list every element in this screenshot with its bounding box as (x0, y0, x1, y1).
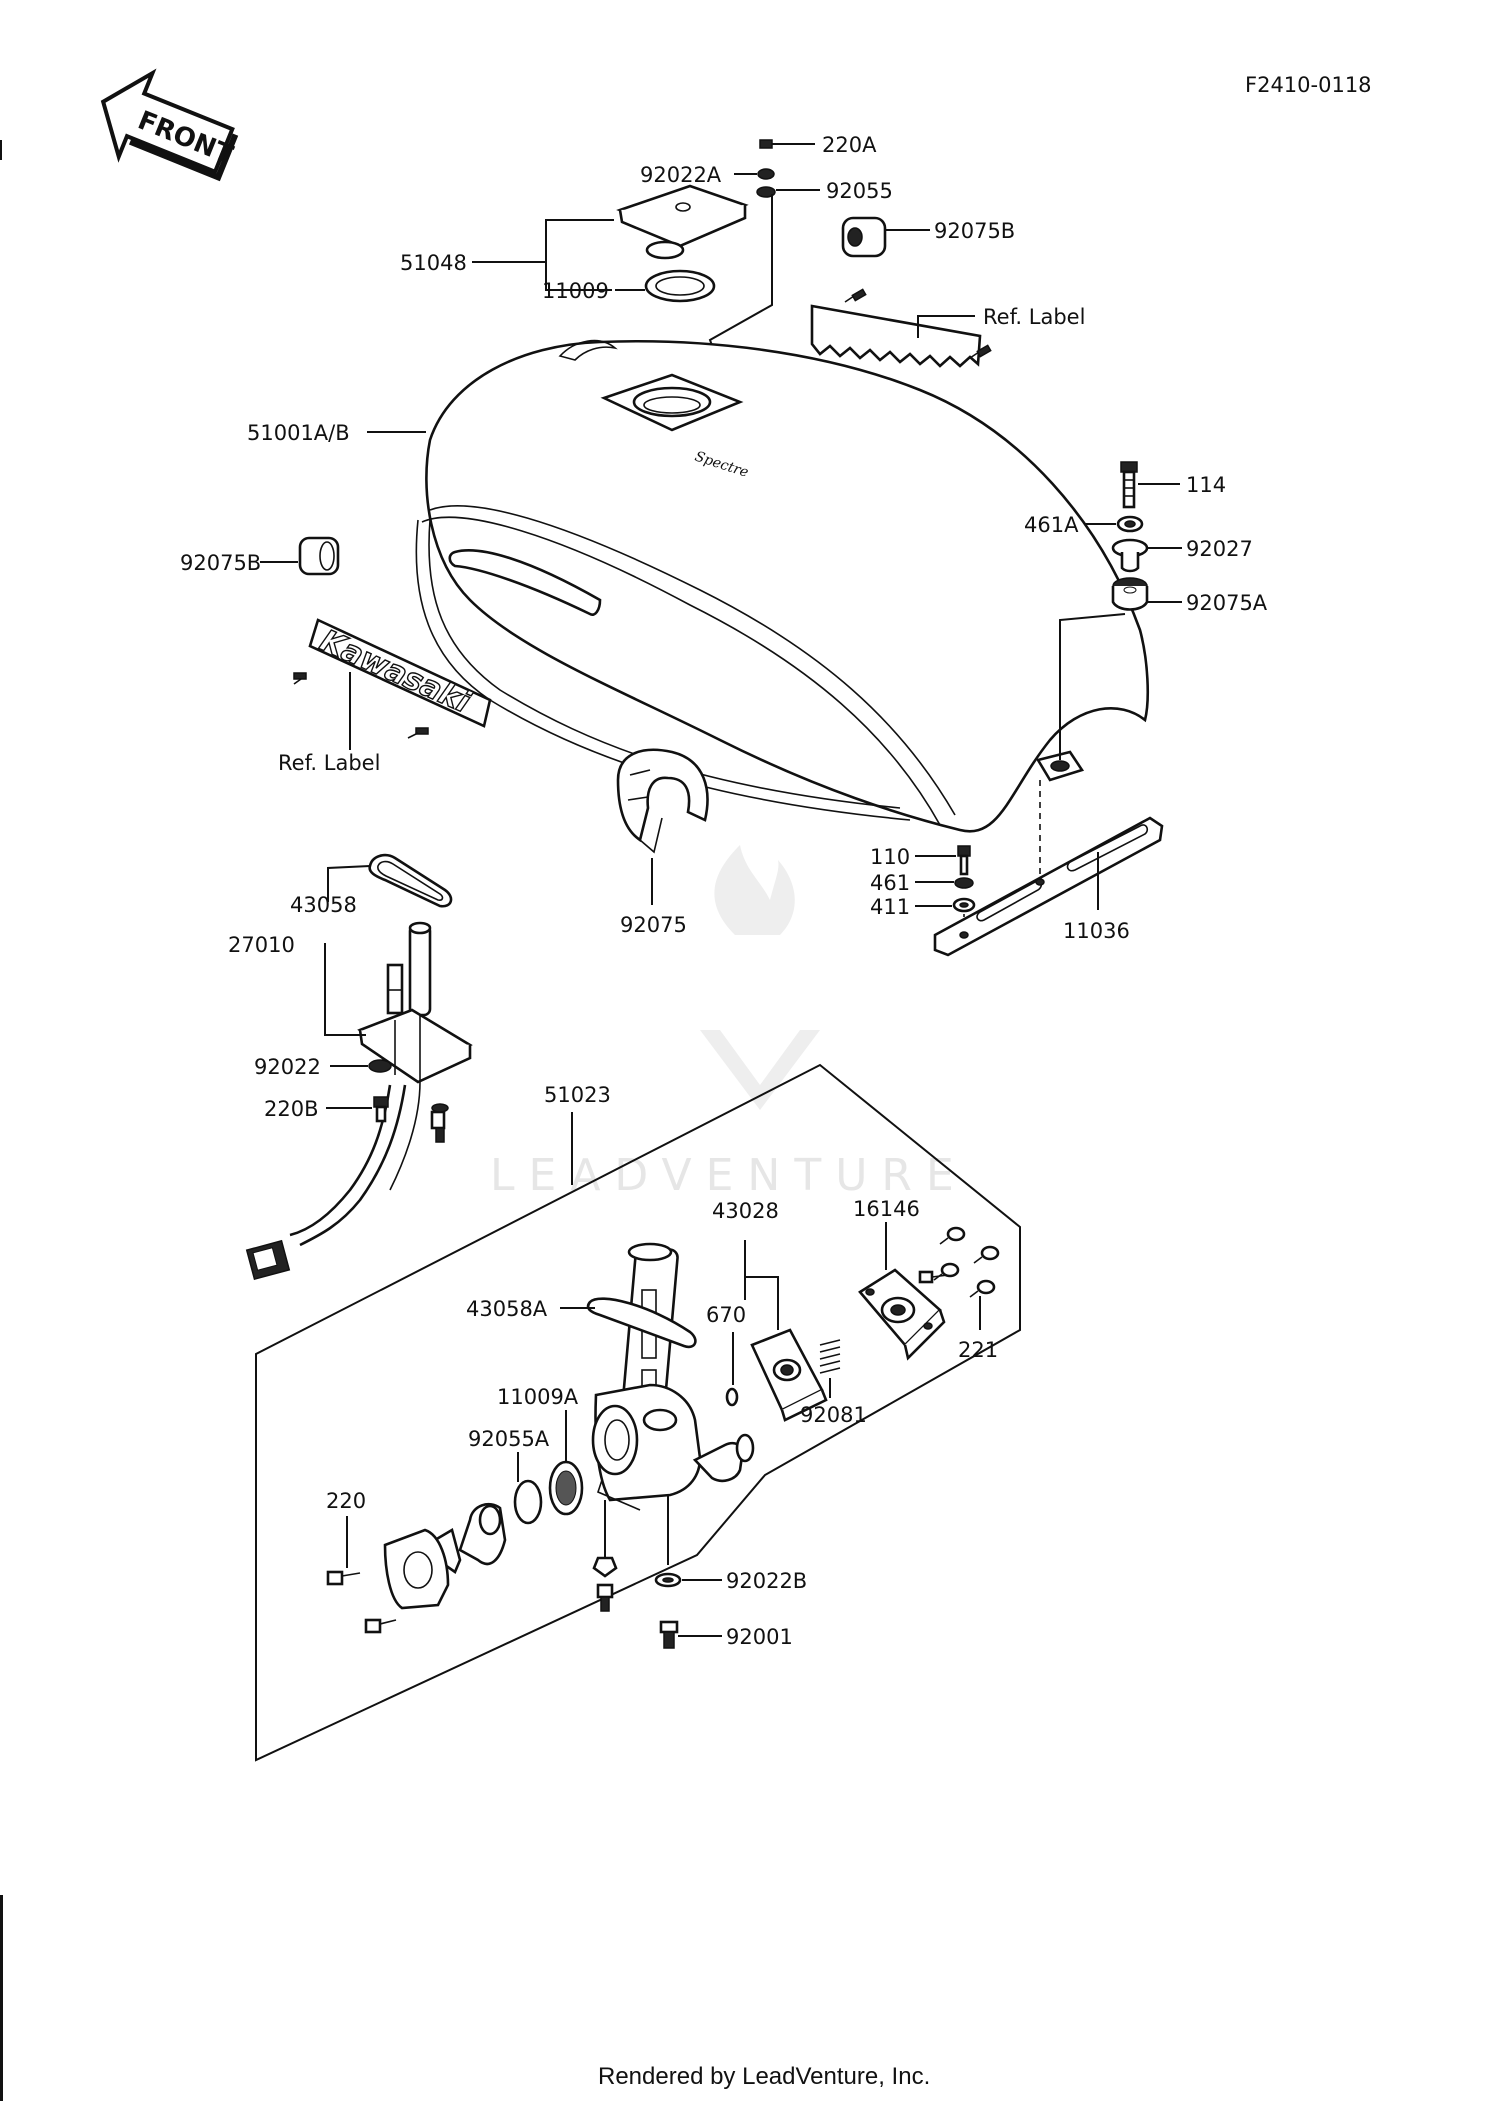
oring-670-icon (725, 1387, 739, 1407)
oring-92055-icon (756, 186, 776, 198)
bolt-110-icon (957, 845, 971, 876)
label-92075b-top: 92075B (934, 219, 1015, 243)
label-92022: 92022 (254, 1055, 321, 1079)
label-92075: 92075 (620, 913, 687, 937)
screw-220b-icon (373, 1096, 389, 1123)
bracket-11036-icon (933, 816, 1164, 957)
screw-220a-icon (759, 139, 815, 149)
cushion-92075b-top-icon (841, 216, 887, 258)
label-92075a: 92075A (1186, 591, 1268, 615)
fuel-sender-27010-icon (245, 921, 473, 1281)
label-110: 110 (870, 845, 910, 869)
bolt-92001-icon (659, 1620, 679, 1649)
front-arrow: FRONT (100, 68, 239, 182)
label-ref-label-left: Ref. Label (278, 751, 380, 775)
cushion-92075b-left-icon (298, 536, 340, 576)
label-92081: 92081 (800, 1403, 867, 1427)
label-51001ab: 51001A/B (247, 421, 350, 445)
footer-credit: Rendered by LeadVenture, Inc. (598, 2063, 930, 2090)
gasket-43058-icon (368, 853, 453, 908)
screws-220-icon (326, 1570, 397, 1634)
kawasaki-side-label: Kawasaki (293, 618, 492, 739)
label-51023: 51023 (544, 1083, 611, 1107)
label-51048: 51048 (400, 251, 467, 275)
lever-plate-icon (383, 1503, 507, 1610)
washer-92022a-icon (757, 168, 775, 180)
fuel-tank-51001ab: Spectre (415, 339, 1150, 833)
label-43028: 43028 (712, 1199, 779, 1223)
label-220b: 220B (264, 1097, 319, 1121)
label-220: 220 (326, 1489, 366, 1513)
label-221: 221 (958, 1338, 998, 1362)
label-43058: 43058 (290, 893, 357, 917)
label-27010: 27010 (228, 933, 295, 957)
screws-221-icon (933, 1226, 1000, 1298)
cushion-92075-icon (616, 748, 709, 854)
collar-92027-icon (1111, 538, 1149, 573)
label-114: 114 (1186, 473, 1226, 497)
label-11009a: 11009A (497, 1385, 579, 1409)
damper-92075a-icon (1111, 577, 1149, 611)
gasket-92022-icon (368, 1059, 392, 1073)
filter-11009a-icon (548, 1460, 584, 1516)
label-461: 461 (870, 871, 910, 895)
label-11009: 11009 (542, 279, 609, 303)
label-92055: 92055 (826, 179, 893, 203)
label-43058a: 43058A (466, 1297, 548, 1321)
cover-16146-icon (858, 1268, 949, 1361)
bolt-114-icon (1120, 461, 1138, 509)
diagram-code: F2410-0118 (1245, 73, 1372, 97)
gasket-11009-icon (644, 269, 716, 303)
label-16146: 16146 (853, 1197, 920, 1221)
fuel-cap-51048-icon (616, 184, 749, 260)
label-220a: 220A (822, 133, 877, 157)
label-92055a: 92055A (468, 1427, 550, 1451)
watermark-text: LEADVENTURE (490, 1150, 968, 1201)
diaphragm-43028-icon (750, 1328, 828, 1422)
washer-461-icon (954, 877, 974, 889)
oring-92055a-icon (513, 1479, 543, 1525)
label-11036: 11036 (1063, 919, 1130, 943)
label-92027: 92027 (1186, 537, 1253, 561)
ref-label-strip-icon (810, 288, 992, 368)
label-92022a: 92022A (640, 163, 722, 187)
label-ref-label-top: Ref. Label (983, 305, 1085, 329)
fuel-cock-body-icon (591, 1383, 755, 1511)
spring-92081-icon (819, 1339, 841, 1374)
label-92022b: 92022B (726, 1569, 807, 1593)
bolt-lower-icon (592, 1556, 618, 1612)
watermark: LEADVENTURE (490, 845, 968, 1201)
label-461a: 461A (1024, 513, 1079, 537)
label-92001: 92001 (726, 1625, 793, 1649)
label-670: 670 (706, 1303, 746, 1327)
label-92075b-left: 92075B (180, 551, 261, 575)
fuel-cock-assembly-frame (255, 1063, 1021, 1762)
label-411: 411 (870, 895, 910, 919)
